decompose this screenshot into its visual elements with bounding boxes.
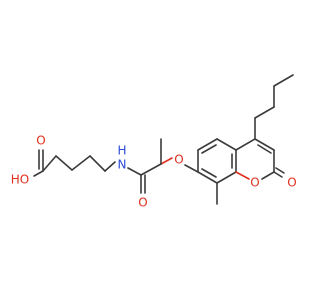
- lactone-o-label: O: [287, 176, 296, 190]
- ether-o-label: O: [174, 153, 183, 167]
- structure-diagram: O HO N H O O O O: [11, 74, 297, 210]
- bond-o: [160, 157, 173, 165]
- bond: [254, 106, 275, 119]
- bond-o: [235, 171, 250, 180]
- bond: [55, 155, 73, 171]
- bond: [33, 170, 44, 177]
- bond-inner: [201, 168, 217, 178]
- molecule-canvas: O HO N H O O O O: [11, 74, 297, 210]
- carboxyl-o-label: O: [36, 134, 45, 148]
- amide-h-label: H: [117, 144, 126, 158]
- bond: [197, 138, 218, 151]
- ring-o-label: O: [250, 176, 259, 190]
- bond: [127, 167, 142, 176]
- bond-inner: [257, 144, 272, 154]
- bond: [261, 171, 275, 180]
- bond: [89, 155, 106, 172]
- bond: [42, 155, 57, 172]
- bond: [184, 164, 199, 173]
- carboxyl-oh-label: HO: [11, 173, 29, 187]
- bond: [273, 171, 283, 178]
- bond: [216, 171, 237, 184]
- bond: [275, 167, 285, 174]
- bond: [104, 161, 116, 172]
- bond: [216, 138, 237, 151]
- bond: [254, 138, 275, 151]
- bond: [71, 155, 91, 171]
- bond: [197, 171, 218, 184]
- amide-o-label: O: [138, 196, 147, 210]
- bond: [235, 138, 256, 151]
- amide-n-label: N: [118, 158, 127, 172]
- bond: [273, 74, 294, 87]
- bond-inner: [201, 144, 217, 154]
- bond: [140, 163, 162, 176]
